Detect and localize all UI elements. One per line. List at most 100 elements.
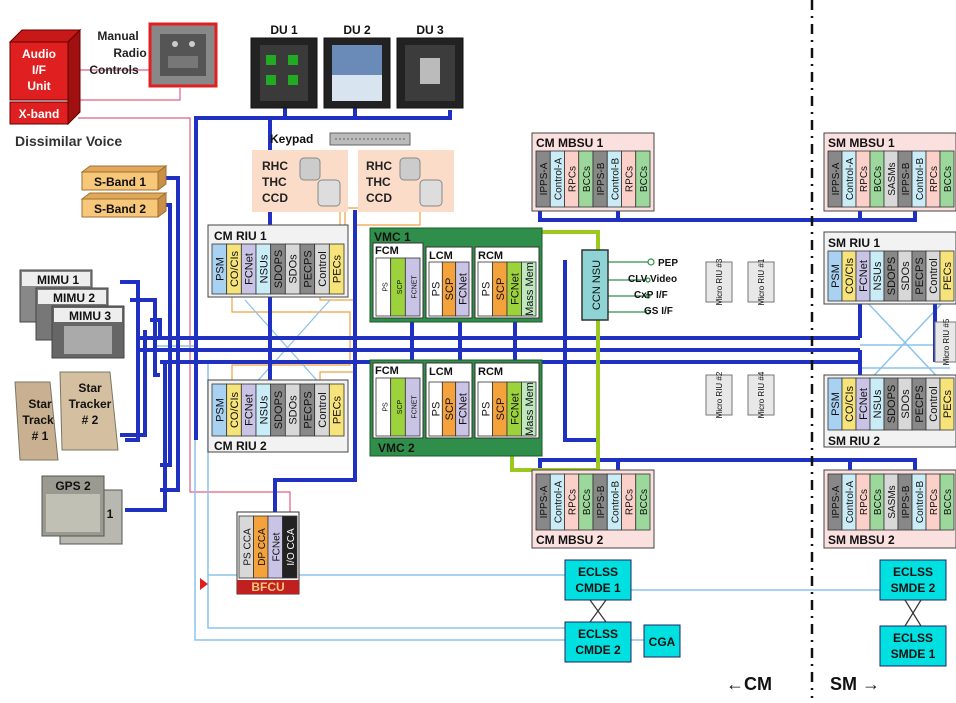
sm-mbsu-1-title: SM MBSU 1 xyxy=(828,136,895,150)
display-units: DU 1 DU 2 DU 3 xyxy=(251,23,463,108)
sm-riu-2-cells-cell-label-2: FCNet xyxy=(858,388,870,420)
star-1-line-1: Star xyxy=(28,397,52,411)
ccn-output-gs-if: GS I/F xyxy=(644,306,673,317)
eclss-cmde-1-line-1: ECLSS xyxy=(578,565,618,579)
vmc-1-rcm-cells: PSSCPFCNetMass Mem xyxy=(478,262,536,316)
sm-mbsu-2-title: SM MBSU 2 xyxy=(828,533,895,547)
cm-riu-2-cells-cell-label-3: NSUs xyxy=(258,395,270,424)
ccn-output-wires xyxy=(608,262,648,312)
bfcu-cells-cell-label-3: I/O CCA xyxy=(286,528,297,566)
cm-riu-2-cells-cell-label-2: FCNet xyxy=(244,394,256,426)
mimu-1-label: MIMU 1 xyxy=(37,273,79,287)
ccn-nsu-label: CCN NSU xyxy=(591,260,603,310)
keypad: Keypad xyxy=(270,132,410,146)
cm-riu-2: CM RIU 2 PSMCO/CIsFCNetNSUsSDOPSSDOsPECP… xyxy=(208,380,348,453)
cm-mbsu-2-cells-cell-label-4: IPPS-B xyxy=(596,485,607,518)
cm-riu-2-cells-cell-label-7: Control xyxy=(317,392,329,427)
manual-radio-controls: Manual Radio Controls xyxy=(89,24,216,86)
sm-riu-1-cells-cell-label-1: CO/CIs xyxy=(844,257,856,294)
sm-mbsu-1-cells-cell-label-7: RPCs xyxy=(929,166,940,192)
vmc-1-fcm-cells-cell-label-2: FCNET xyxy=(412,275,419,299)
cm-riu-2-title: CM RIU 2 xyxy=(214,439,267,453)
sm-riu-1-cells-cell-label-6: PECPS xyxy=(914,257,926,294)
cm-mbsu-2-cells-cell-label-2: RPCs xyxy=(568,489,579,515)
gps-2-label: GPS 2 xyxy=(55,479,91,493)
gps-1-label: 1 xyxy=(107,507,114,521)
vmc-2-lcm-cells-cell-label-1: SCP xyxy=(444,398,456,421)
hc2-line-1: RHC xyxy=(366,159,392,173)
vmc-2-lcm: LCM xyxy=(429,366,453,378)
sm-riu-1-cells-cell-label-3: NSUs xyxy=(872,261,884,290)
eclss-smde-2-line-2: SMDE 2 xyxy=(891,581,936,595)
mimu-2-label: MIMU 2 xyxy=(53,291,95,305)
keypad-label: Keypad xyxy=(270,132,313,146)
sm-mbsu-2-cells: IPPS-AControl-ARPCsBCCsSASMsIPPS-BContro… xyxy=(828,474,954,530)
sm-riu-1: SM RIU 1 PSMCO/CIsFCNetNSUsSDOPSSDOsPECP… xyxy=(824,232,956,304)
vmc-2-rcm: RCM xyxy=(478,366,503,378)
cm-riu-1-cells-cell-label-3: NSUs xyxy=(258,254,270,283)
sm-mbsu-2-cells-cell-label-1: Control-A xyxy=(845,481,856,524)
star-1-line-3: # 1 xyxy=(32,429,49,443)
manual-radio-label-3: Controls xyxy=(89,63,139,77)
sm-arrow-label: SM → xyxy=(830,674,880,694)
sm-riu-2-cells-cell-label-8: PECs xyxy=(942,389,954,418)
sm-mbsu-2-cells-cell-label-8: BCCs xyxy=(943,489,954,515)
sm-riu-2-cells-cell-label-1: CO/CIs xyxy=(844,385,856,422)
cm-riu-1-cells-cell-label-6: PECPS xyxy=(302,250,314,287)
sm-mbsu-1-cells-cell-label-5: IPPS-B xyxy=(901,162,912,195)
sm-riu-2-cells-cell-label-6: PECPS xyxy=(914,385,926,422)
vmc-2-lcm-cells-cell-label-0: PS xyxy=(431,402,443,417)
cm-riu-1-cells-cell-label-5: SDOs xyxy=(288,254,300,284)
sm-mbsu-2-cells-cell-label-4: SASMs xyxy=(887,485,898,518)
cm-riu-1-cells-cell-label-7: Control xyxy=(317,251,329,286)
vmc-1-lcm-cells-cell-label-0: PS xyxy=(431,282,443,297)
mimu-units: MIMU 1 MIMU 2 MIMU 3 xyxy=(20,270,124,358)
micro-riu-3-label: Micro RIU #3 xyxy=(715,258,724,305)
vmc-1-rcm-cells-cell-label-0: PS xyxy=(480,282,492,297)
ccn-nsu: CCN NSU PEP CLV Video CxP I/F GS I/F xyxy=(582,250,678,320)
star-1-line-2: Track xyxy=(22,413,54,427)
cm-riu-2-cells-cell-label-0: PSM xyxy=(214,398,226,422)
cm-mbsu-1-cells-cell-label-6: RPCs xyxy=(625,166,636,192)
vmc-1-rcm-cells-cell-label-1: SCP xyxy=(495,278,507,301)
vmc-1-lcm: LCM xyxy=(429,250,453,262)
cm-mbsu-1-cells-cell-label-1: Control-A xyxy=(553,158,564,201)
cm-arrow-label: ←CM xyxy=(726,674,772,694)
cm-mbsu-2-cells-cell-label-5: Control-B xyxy=(610,481,621,524)
sm-mbsu-2-cells-cell-label-6: Control-B xyxy=(915,481,926,524)
vmc-1-fcm-cells-cell-label-1: SCP xyxy=(397,279,404,294)
audio-unit-label-2: I/F xyxy=(32,63,46,77)
vmc-1-rcm-cells-cell-label-3: Mass Mem xyxy=(524,262,536,316)
cm-mbsu-2-cells-cell-label-1: Control-A xyxy=(553,481,564,524)
mimu-3-label: MIMU 3 xyxy=(69,309,111,323)
cm-mbsu-1-cells-cell-label-0: IPPS-A xyxy=(539,162,550,195)
vmc-2-rcm-cells: PSSCPFCNetMass Mem xyxy=(478,382,536,436)
hc1-line-2: THC xyxy=(262,175,287,189)
sm-mbsu-1-cells-cell-label-8: BCCs xyxy=(943,166,954,192)
star-2-line-3: # 2 xyxy=(82,413,99,427)
eclss-smde-1-line-1: ECLSS xyxy=(893,631,933,645)
cm-mbsu-1-cells-cell-label-5: Control-B xyxy=(610,158,621,201)
manual-radio-label-1: Manual xyxy=(97,29,138,43)
vmc-2-rcm-cells-cell-label-3: Mass Mem xyxy=(524,382,536,436)
sm-riu-2-title: SM RIU 2 xyxy=(828,434,880,448)
dissimilar-voice-label: Dissimilar Voice xyxy=(15,133,122,149)
eclss-cmde-2-line-2: CMDE 2 xyxy=(575,643,621,657)
bfcu-cells-cell-label-1: DP CCA xyxy=(257,528,268,566)
du-1-label: DU 1 xyxy=(270,23,298,37)
eclss-units: ECLSS CMDE 1 ECLSS CMDE 2 CGA ECLSS SMDE… xyxy=(565,560,946,666)
cm-riu-2-cells-cell-label-5: SDOs xyxy=(288,395,300,425)
vmc-1-lcm-cells-cell-label-1: SCP xyxy=(444,278,456,301)
vmc-1-fcm-cells-cell-label-0: PS xyxy=(382,282,389,292)
sm-riu-1-cells-cell-label-7: Control xyxy=(928,258,940,293)
cm-mbsu-2-cells-cell-label-3: BCCs xyxy=(582,489,593,515)
cm-riu-2-cells: PSMCO/CIsFCNetNSUsSDOPSSDOsPECPSControlP… xyxy=(212,384,344,436)
cm-riu-2-cells-cell-label-6: PECPS xyxy=(302,391,314,428)
sm-mbsu-1-cells-cell-label-4: SASMs xyxy=(887,162,898,195)
eclss-smde-2-line-1: ECLSS xyxy=(893,565,933,579)
